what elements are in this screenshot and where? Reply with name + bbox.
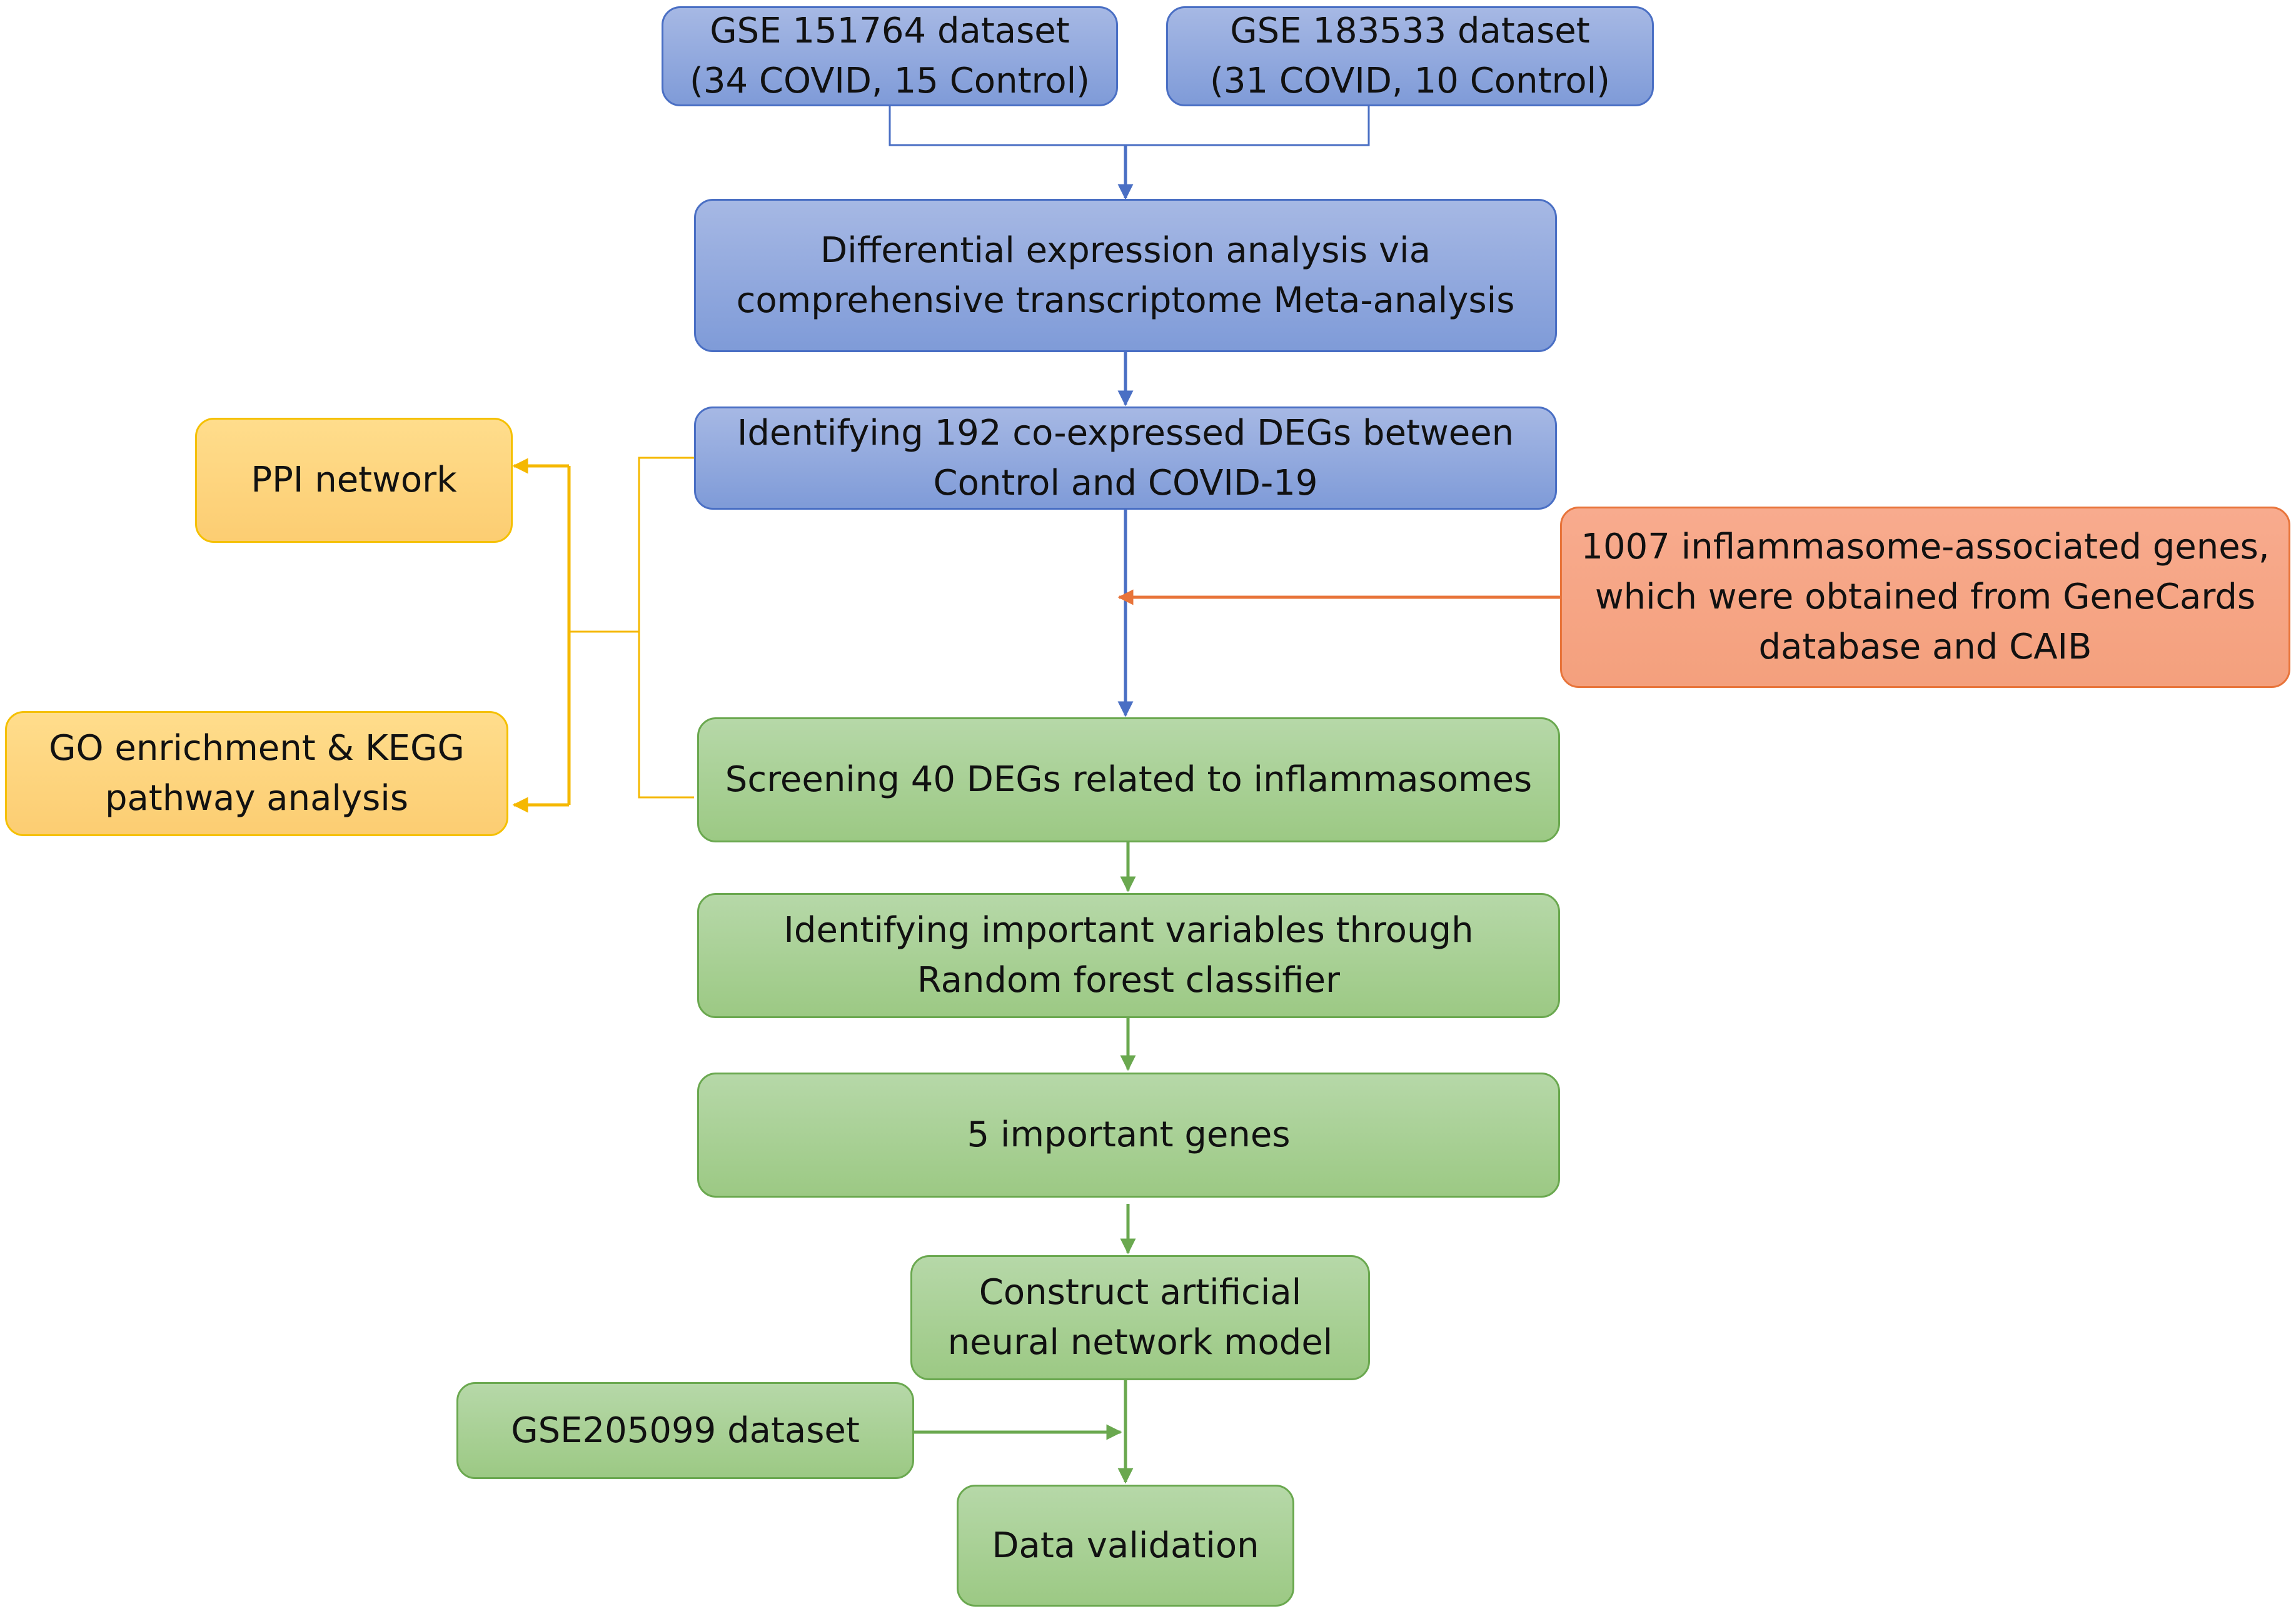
identifying-degs-line-1: Identifying 192 co-expressed DEGs betwee… [737,412,1514,453]
gse151764-counts: (34 COVID, 15 Control) [690,61,1090,101]
ann-model-line-1: Construct artificial [979,1272,1302,1313]
identifying-degs-line-2: Control and COVID-19 [933,462,1318,503]
differential-expression-box: Differential expression analysis via com… [694,199,1557,352]
gse151764-dataset-box: GSE 151764 dataset (34 COVID, 15 Control… [662,6,1118,106]
go-kegg-line-2: pathway analysis [104,778,409,819]
random-forest-line-1: Identifying important variables through [783,910,1474,951]
differential-line-1: Differential expression analysis via [820,230,1431,271]
gse205099-label: GSE205099 dataset [511,1410,860,1451]
important-genes-label: 5 important genes [967,1114,1291,1155]
inflammasome-line-1: 1007 inflammasome-associated genes, [1581,527,2270,567]
go-kegg-line-1: GO enrichment & KEGG [49,728,465,769]
go-kegg-box: GO enrichment & KEGG pathway analysis [5,711,508,836]
gse183533-dataset-box: GSE 183533 dataset (31 COVID, 10 Control… [1166,6,1654,106]
inflammasome-line-2: which were obtained from GeneCards [1594,577,2256,617]
screening-label: Screening 40 DEGs related to inflammasom… [725,759,1533,800]
identifying-degs-box: Identifying 192 co-expressed DEGs betwee… [694,407,1557,510]
data-validation-box: Data validation [957,1485,1294,1607]
ann-model-line-2: neural network model [947,1322,1333,1363]
ppi-network-box: PPI network [195,418,513,543]
ppi-network-label: PPI network [251,460,457,500]
random-forest-line-2: Random forest classifier [917,960,1341,1001]
yellow-bracket-line [638,457,694,799]
gse183533-title: GSE 183533 dataset [1230,11,1590,51]
screening-box: Screening 40 DEGs related to inflammasom… [697,717,1560,842]
differential-line-2: comprehensive transcriptome Meta-analysi… [736,280,1515,321]
gse151764-title: GSE 151764 dataset [710,11,1070,51]
random-forest-box: Identifying important variables through … [697,893,1560,1018]
data-validation-label: Data validation [992,1525,1259,1566]
gse205099-dataset-box: GSE205099 dataset [456,1382,914,1479]
ann-model-box: Construct artificial neural network mode… [910,1255,1370,1380]
inflammasome-genes-box: 1007 inflammasome-associated genes, whic… [1560,507,2290,688]
important-genes-box: 5 important genes [697,1073,1560,1198]
merge-bracket-line [889,106,1370,146]
gse183533-counts: (31 COVID, 10 Control) [1210,61,1610,101]
inflammasome-line-3: database and CAIB [1758,627,2092,667]
